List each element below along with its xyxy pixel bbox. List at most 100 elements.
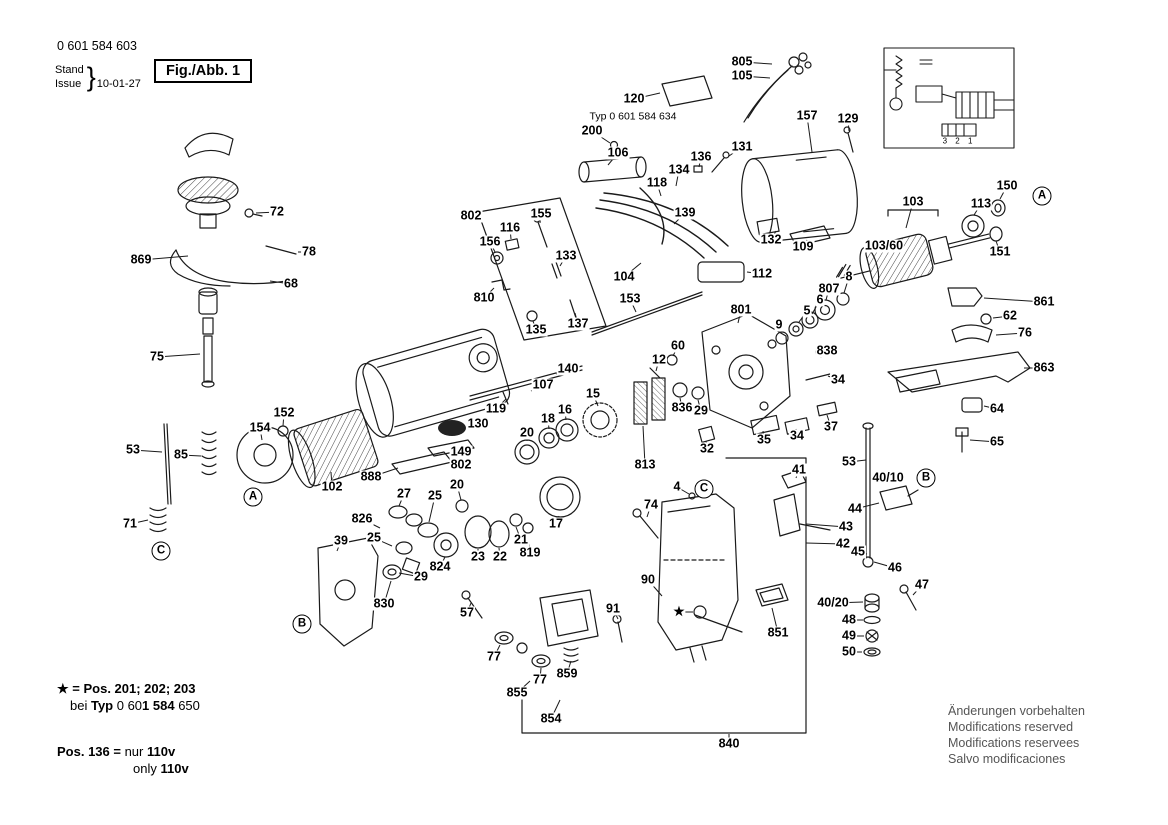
part-label-118: 118 xyxy=(645,175,669,190)
part-label-151: 151 xyxy=(988,244,1012,259)
part-label-104: 104 xyxy=(612,269,636,284)
callout-letter-a: A xyxy=(243,487,263,507)
part-label-72: 72 xyxy=(269,204,285,219)
revision-issue-label: Issue xyxy=(55,77,82,90)
part-label-typ-0-601-584-634: Typ 0 601 584 634 xyxy=(588,110,678,124)
part-label-78: 78 xyxy=(301,244,317,259)
star-footnote-line1: ★ = Pos. 201; 202; 203 xyxy=(57,681,196,696)
part-label-40-20: 40/20 xyxy=(816,595,850,610)
part-label-133: 133 xyxy=(554,248,578,263)
part-label-107: 107 xyxy=(531,377,555,392)
notice-line-de: Änderungen vorbehalten xyxy=(948,704,1085,718)
part-label-135: 135 xyxy=(524,322,548,337)
part-label-47: 47 xyxy=(914,577,930,592)
part-label-113: 113 xyxy=(969,196,993,211)
part-label-50: 50 xyxy=(841,644,857,659)
callout-letter-c: C xyxy=(151,541,171,561)
part-label-29: 29 xyxy=(413,569,429,584)
part-label-16: 16 xyxy=(557,402,573,417)
notice-line-fr: Modifications reservees xyxy=(948,736,1080,750)
part-label-46: 46 xyxy=(887,560,903,575)
part-label-60: 60 xyxy=(670,338,686,353)
part-label-77: 77 xyxy=(532,672,548,687)
callout-letter-c: C xyxy=(694,479,714,499)
notice-line-es: Salvo modificaciones xyxy=(948,752,1066,766)
callout-letter-b: B xyxy=(292,614,312,634)
part-label-854: 854 xyxy=(539,711,563,726)
part-label-106: 106 xyxy=(606,145,630,160)
part-label-112: 112 xyxy=(750,266,774,281)
voltage-footnote-line2: only 110v xyxy=(133,761,189,776)
part-label-136: 136 xyxy=(689,149,713,164)
part-label-18: 18 xyxy=(540,411,556,426)
part-label-49: 49 xyxy=(841,628,857,643)
revision-date: 10-01-27 xyxy=(96,77,141,90)
part-label-129: 129 xyxy=(836,111,860,126)
part-label-64: 64 xyxy=(989,401,1005,416)
part-label-132: 132 xyxy=(759,232,783,247)
part-label-802: 802 xyxy=(449,457,473,472)
part-label-102: 102 xyxy=(320,479,344,494)
part-label-802: 802 xyxy=(459,208,483,223)
part-label-34: 34 xyxy=(789,428,805,443)
part-label-25: 25 xyxy=(366,530,382,545)
part-label-15: 15 xyxy=(585,386,601,401)
part-label-40-10: 40/10 xyxy=(871,470,905,485)
part-label-131: 131 xyxy=(730,139,754,154)
part-label-20: 20 xyxy=(449,477,465,492)
part-label-5: 5 xyxy=(802,303,812,318)
part-label-75: 75 xyxy=(149,349,165,364)
part-label-103: 103 xyxy=(901,194,925,209)
modifications-notice: Änderungen vorbehalten Modifications res… xyxy=(948,703,1085,767)
part-label-85: 85 xyxy=(173,447,189,462)
part-label-105: 105 xyxy=(730,68,754,83)
part-label-840: 840 xyxy=(717,736,741,751)
part-label-153: 153 xyxy=(618,291,642,306)
part-label-157: 157 xyxy=(795,108,819,123)
part-label-156: 156 xyxy=(478,234,502,249)
part-label-29: 29 xyxy=(693,403,709,418)
part-label-140: 140 xyxy=(556,361,580,376)
part-label-851: 851 xyxy=(766,625,790,640)
revision-brace: } xyxy=(86,61,96,92)
revision-block: Stand Issue } 10-01-27 xyxy=(55,64,141,91)
part-label-43: 43 xyxy=(838,519,854,534)
part-label-76: 76 xyxy=(1017,325,1033,340)
part-label-888: 888 xyxy=(359,469,383,484)
part-label-71: 71 xyxy=(122,516,138,531)
callout-letter-a: A xyxy=(1032,186,1052,206)
star-footnote-line2: bei Typ 0 601 584 650 xyxy=(70,698,200,713)
part-label-859: 859 xyxy=(555,666,579,681)
figure-label: Fig./Abb. 1 xyxy=(154,59,253,83)
part-label-44: 44 xyxy=(847,501,863,516)
part-label-65: 65 xyxy=(989,434,1005,449)
part-label-57: 57 xyxy=(459,605,475,620)
part-label-149: 149 xyxy=(449,444,473,459)
part-label-68: 68 xyxy=(283,276,299,291)
part-label-120: 120 xyxy=(622,91,646,106)
part-label-200: 200 xyxy=(580,123,604,138)
part-label-3-2-1: 3 2 1 xyxy=(942,136,976,146)
part-label-32: 32 xyxy=(699,441,715,456)
part-label-824: 824 xyxy=(428,559,452,574)
part-label-22: 22 xyxy=(492,549,508,564)
part-label-103-60: 103/60 xyxy=(863,238,905,253)
part-label-805: 805 xyxy=(730,54,754,69)
part-label-836: 836 xyxy=(670,400,694,415)
part-label-869: 869 xyxy=(129,252,153,267)
part-label-21: 21 xyxy=(513,532,529,547)
part-label-91: 91 xyxy=(605,601,621,616)
part-label-23: 23 xyxy=(470,549,486,564)
part-label-826: 826 xyxy=(350,511,374,526)
part-label-39: 39 xyxy=(333,533,349,548)
part-label-801: 801 xyxy=(729,302,753,317)
part-label-77: 77 xyxy=(486,649,502,664)
part-label-863: 863 xyxy=(1032,360,1056,375)
part-label-90: 90 xyxy=(640,572,656,587)
part-label-810: 810 xyxy=(472,290,496,305)
part-label-807: 807 xyxy=(817,281,841,296)
part-label-27: 27 xyxy=(396,486,412,501)
voltage-footnote-line1: Pos. 136 = nur 110v xyxy=(57,744,176,759)
